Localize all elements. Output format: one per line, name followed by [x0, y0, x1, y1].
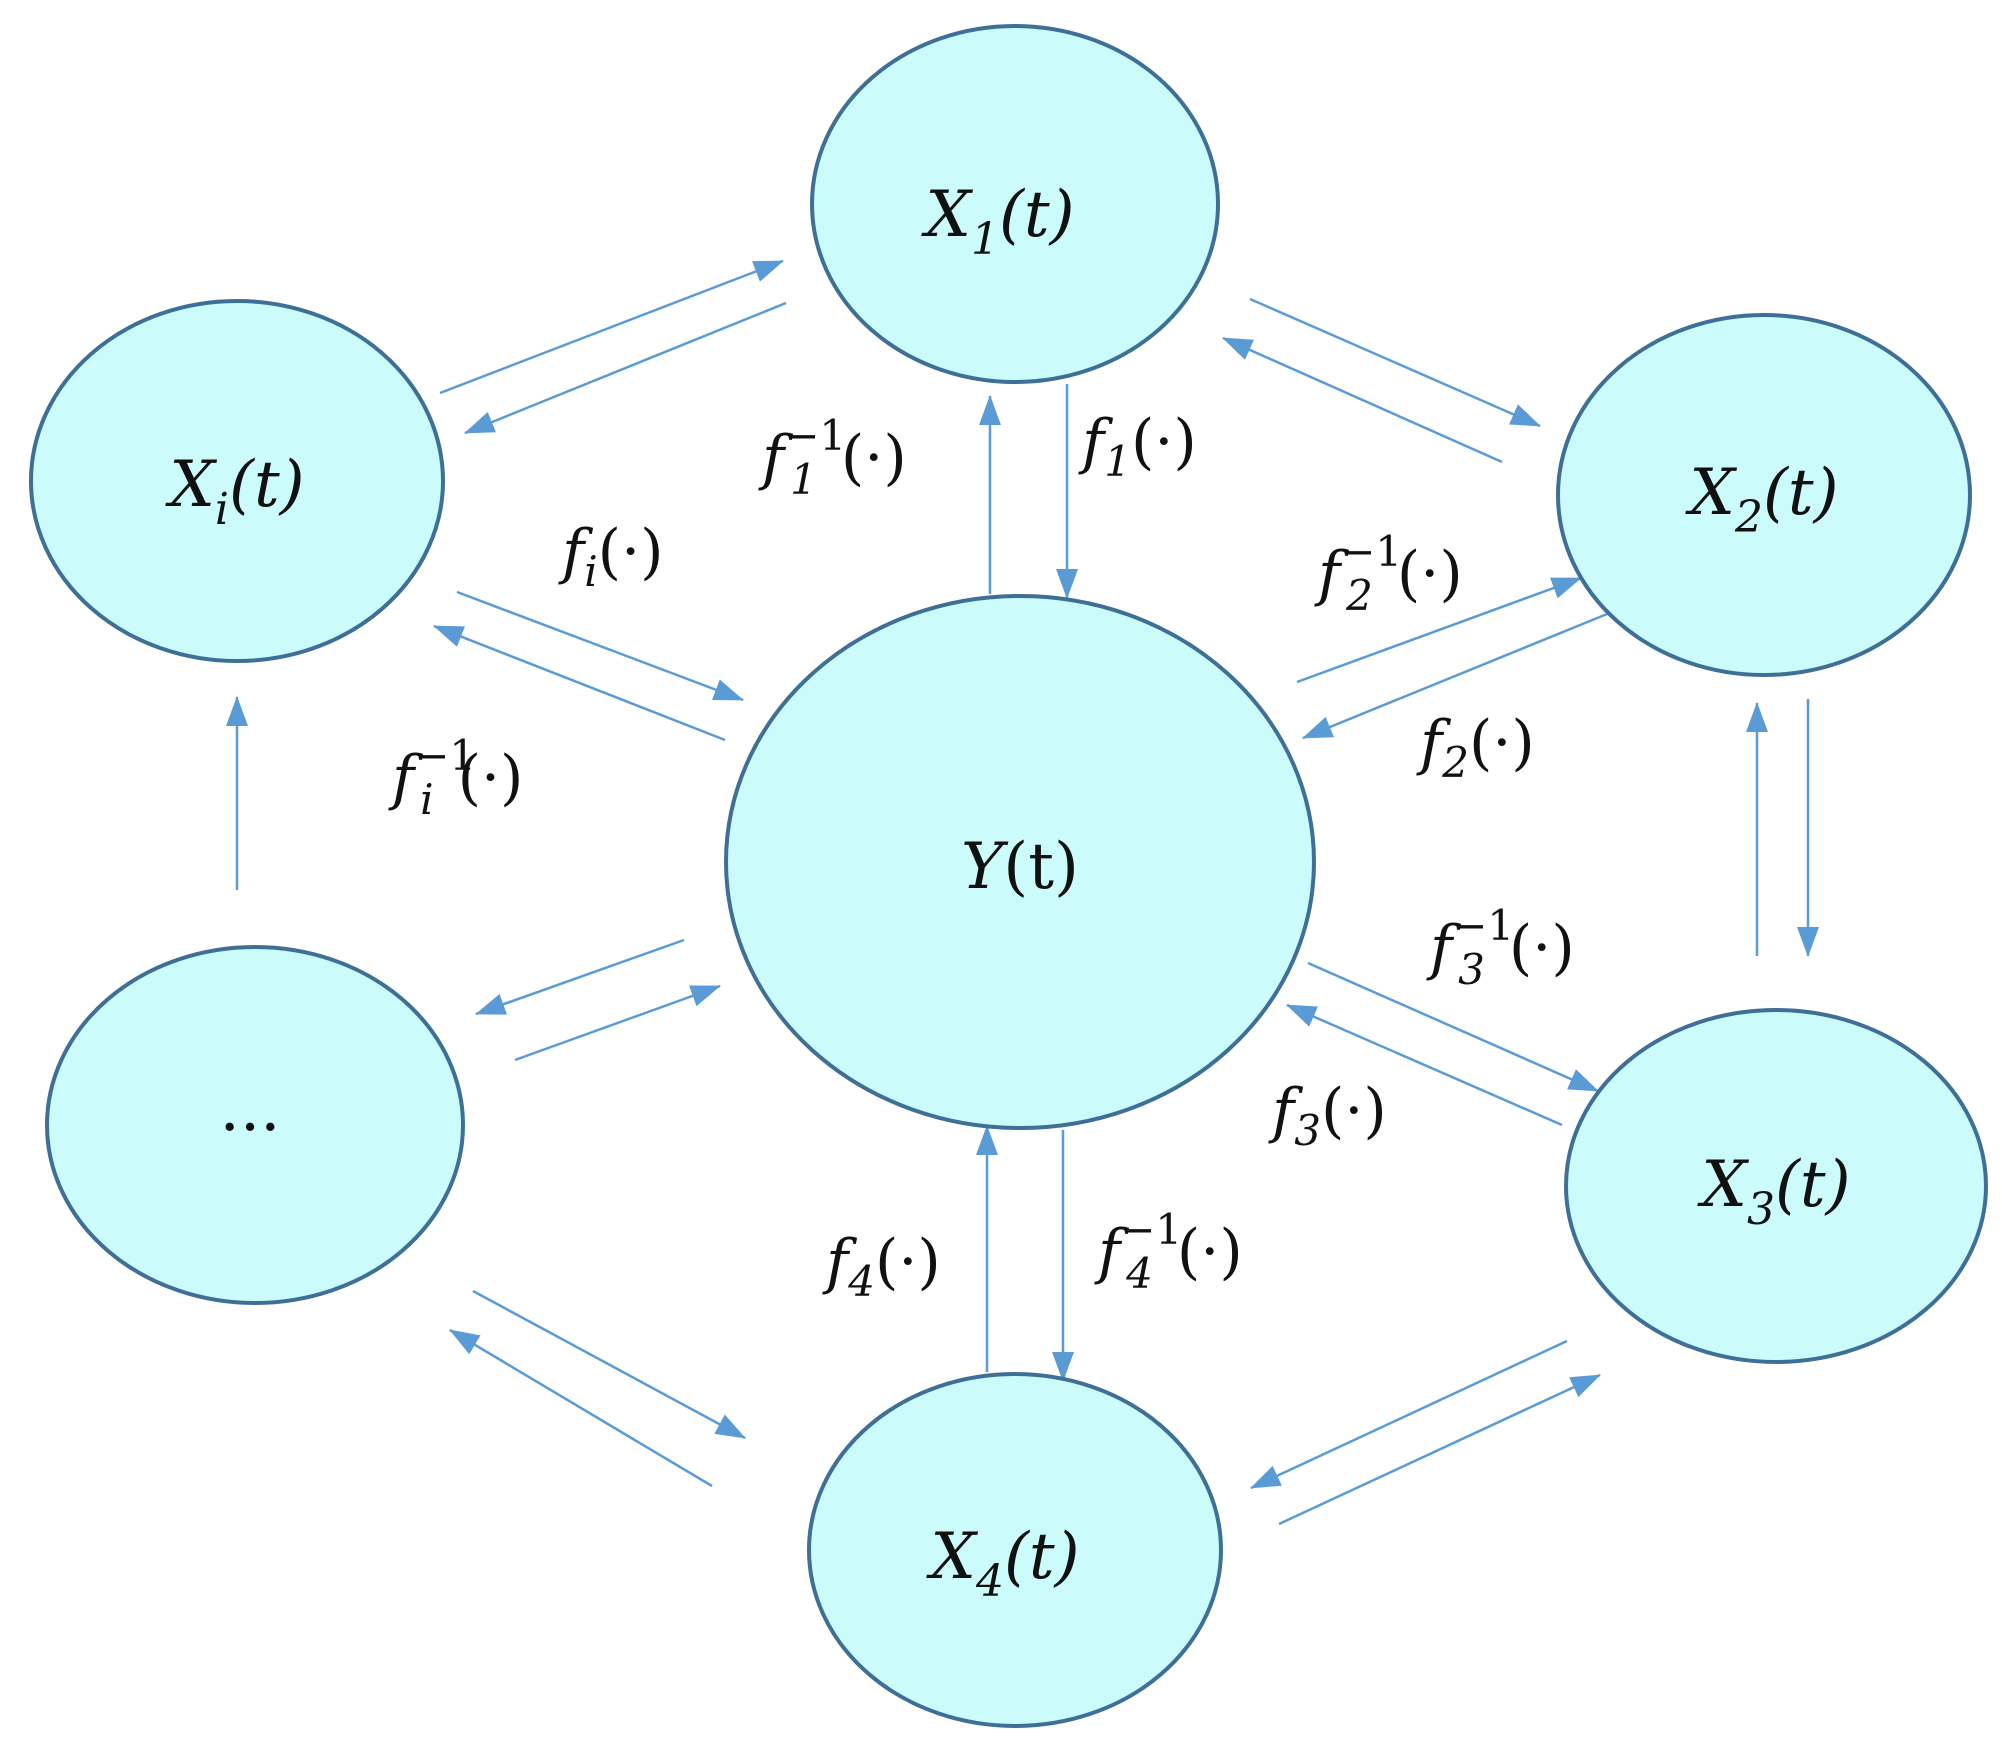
node-x3: X3(t) — [1564, 1008, 1988, 1364]
node-y: Y(t) — [724, 594, 1316, 1130]
node-xi: Xi(t) — [29, 299, 445, 663]
node-ellipsis-label: ... — [219, 1072, 280, 1146]
arrow-x1-to-xi — [464, 301, 787, 435]
label-f3: f3(·) — [1268, 1076, 1387, 1155]
node-x2: X2(t) — [1556, 313, 1972, 677]
arrow-y-to-x2 — [1296, 576, 1582, 684]
nodes: Y(t) X1(t) X2(t) X3(t) X4(t) Xi(t) ... — [29, 24, 1988, 1728]
arrow-x4-to-x3 — [1278, 1373, 1601, 1526]
arrow-xi-to-x1 — [439, 259, 784, 395]
arrow-x4-to-ellipsis — [449, 1328, 713, 1488]
arrow-x3-to-x4 — [1250, 1339, 1568, 1490]
label-f2: f2(·) — [1416, 708, 1535, 787]
node-ellipsis: ... — [45, 945, 465, 1305]
node-x1-label: X1(t) — [920, 178, 1074, 265]
node-x3-label: X3(t) — [1696, 1148, 1850, 1235]
label-f4: f4(·) — [822, 1227, 941, 1306]
arrow-x2-to-y — [1302, 610, 1613, 740]
node-x1: X1(t) — [810, 24, 1220, 384]
label-f1: f1(·) — [1078, 407, 1197, 486]
arrow-y-to-xi — [433, 624, 726, 742]
arrow-ellipsis-to-x4 — [472, 1289, 746, 1440]
arrow-x2-to-x1 — [1222, 336, 1503, 464]
node-y-label: Y(t) — [961, 830, 1079, 904]
arrow-y-to-ellipsis — [475, 938, 685, 1016]
node-x4-label: X4(t) — [925, 1520, 1079, 1607]
node-x2-label: X2(t) — [1684, 456, 1838, 543]
node-x4: X4(t) — [807, 1372, 1223, 1728]
label-fi: fi(·) — [558, 517, 664, 596]
arrow-ellipsis-to-y — [514, 984, 721, 1062]
edges — [226, 259, 1819, 1526]
arrow-xi-to-y — [456, 590, 744, 702]
arrow-x3-to-y — [1286, 1003, 1563, 1127]
node-xi-label: Xi(t) — [164, 448, 304, 535]
arrow-y-to-x3 — [1307, 961, 1599, 1093]
arrow-x1-to-x2 — [1249, 297, 1541, 428]
